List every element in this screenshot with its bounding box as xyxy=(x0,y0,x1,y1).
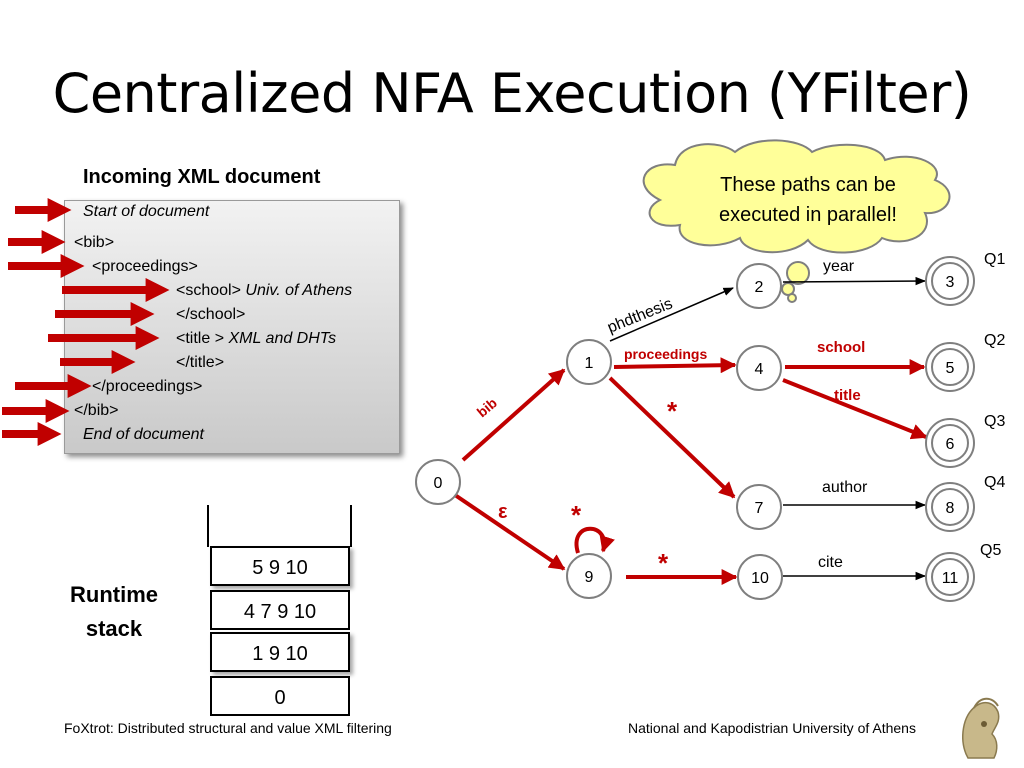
edge-0-1 xyxy=(461,368,566,462)
state-label-2: 2 xyxy=(755,279,764,296)
doc-text-title: XML and DHTs xyxy=(228,330,337,347)
state-11-inner xyxy=(931,558,969,596)
doc-line-school-close: </school> xyxy=(176,306,246,323)
edge-label-title: title xyxy=(834,387,861,404)
doc-line-school-open: <school> Univ. of Athens xyxy=(176,282,352,300)
doc-line-start: Start of document xyxy=(83,203,210,220)
doc-line-proceedings-close: </proceedings> xyxy=(92,378,203,395)
doc-line-title-close: </title> xyxy=(176,354,225,371)
doc-line-proceedings-open: <proceedings> xyxy=(92,258,198,275)
edge-9-self-loop xyxy=(574,526,615,554)
state-label-11: 11 xyxy=(942,570,959,587)
cloud-text: These paths can be executed in parallel! xyxy=(719,174,897,226)
runtime-stack-label-line2: stack xyxy=(85,616,143,641)
edge-label-star-9-10: * xyxy=(658,548,669,578)
footer-right: National and Kapodistrian University of … xyxy=(628,720,916,736)
thought-cloud xyxy=(642,139,951,303)
state-label-3: 3 xyxy=(946,274,955,291)
state-2 xyxy=(736,263,782,309)
query-label-q1: Q1 xyxy=(984,251,1005,268)
state-label-5: 5 xyxy=(946,360,955,377)
runtime-stack-label-line1: Runtime xyxy=(70,582,158,607)
stack-cell-3: 1 9 10 xyxy=(210,632,350,672)
state-label-10: 10 xyxy=(751,570,769,587)
doc-tag-school: <school> xyxy=(176,282,241,299)
doc-line-bib-close: </bib> xyxy=(74,402,119,419)
edge-1-4 xyxy=(613,357,737,374)
edge-label-star-self: * xyxy=(571,500,582,530)
doc-text-school: Univ. of Athens xyxy=(245,282,353,299)
doc-line-end: End of document xyxy=(83,426,204,443)
state-label-4: 4 xyxy=(755,361,764,378)
query-label-q4: Q4 xyxy=(984,474,1005,491)
query-label-q2: Q2 xyxy=(984,332,1005,349)
state-8-inner xyxy=(931,488,969,526)
state-label-0: 0 xyxy=(434,475,443,492)
doc-line-title-open: <title > XML and DHTs xyxy=(176,330,336,348)
stack-cell-top: 5 9 10 xyxy=(210,546,350,586)
xml-document-box xyxy=(64,200,400,454)
event-arrows xyxy=(2,198,170,446)
edge-4-6 xyxy=(782,378,928,440)
state-label-8: 8 xyxy=(946,500,955,517)
state-7 xyxy=(736,484,782,530)
edge-label-phdthesis: phdthesis xyxy=(605,295,675,336)
edge-label-year: year xyxy=(823,258,855,275)
state-0 xyxy=(415,459,461,505)
edge-label-bib: bib xyxy=(474,395,500,421)
state-label-9: 9 xyxy=(585,569,594,586)
state-4 xyxy=(736,345,782,391)
query-label-q3: Q3 xyxy=(984,413,1005,430)
state-3-inner xyxy=(931,262,969,300)
state-10 xyxy=(737,554,783,600)
edge-label-cite: cite xyxy=(818,554,843,571)
doc-line-bib-open: <bib> xyxy=(74,234,115,251)
state-9 xyxy=(566,553,612,599)
state-label-6: 6 xyxy=(946,436,955,453)
nfa-diagram: 0 1 2 3 4 5 6 7 8 9 10 11 Q1 Q2 Q3 Q4 Q5… xyxy=(415,139,1005,602)
stack-cell-bottom: 0 xyxy=(210,676,350,716)
edge-label-proceedings: proceedings xyxy=(624,346,707,362)
document-heading: Incoming XML document xyxy=(83,166,321,188)
state-label-1: 1 xyxy=(585,355,594,372)
state-1 xyxy=(566,339,612,385)
query-label-q5: Q5 xyxy=(980,542,1001,559)
footer-left: FoXtrot: Distributed structural and valu… xyxy=(64,720,392,736)
slide-title: Centralized NFA Execution (YFilter) xyxy=(52,62,972,125)
doc-tag-title: <title > xyxy=(176,330,225,347)
edge-label-school: school xyxy=(817,339,865,356)
edge-2-3 xyxy=(782,276,927,286)
edge-1-2 xyxy=(609,287,734,342)
edge-0-9 xyxy=(453,493,566,571)
runtime-stack-label: Runtime stack xyxy=(50,578,178,646)
stack-walls xyxy=(207,505,352,547)
edge-label-epsilon: ε xyxy=(498,501,508,523)
university-logo-icon xyxy=(962,697,1000,759)
state-label-7: 7 xyxy=(755,500,764,517)
edge-1-7 xyxy=(608,376,736,499)
state-5-inner xyxy=(931,348,969,386)
stack-cell-2: 4 7 9 10 xyxy=(210,590,350,630)
state-6-inner xyxy=(931,424,969,462)
edge-label-author: author xyxy=(822,479,868,496)
edge-label-star-1-7: * xyxy=(667,396,678,426)
